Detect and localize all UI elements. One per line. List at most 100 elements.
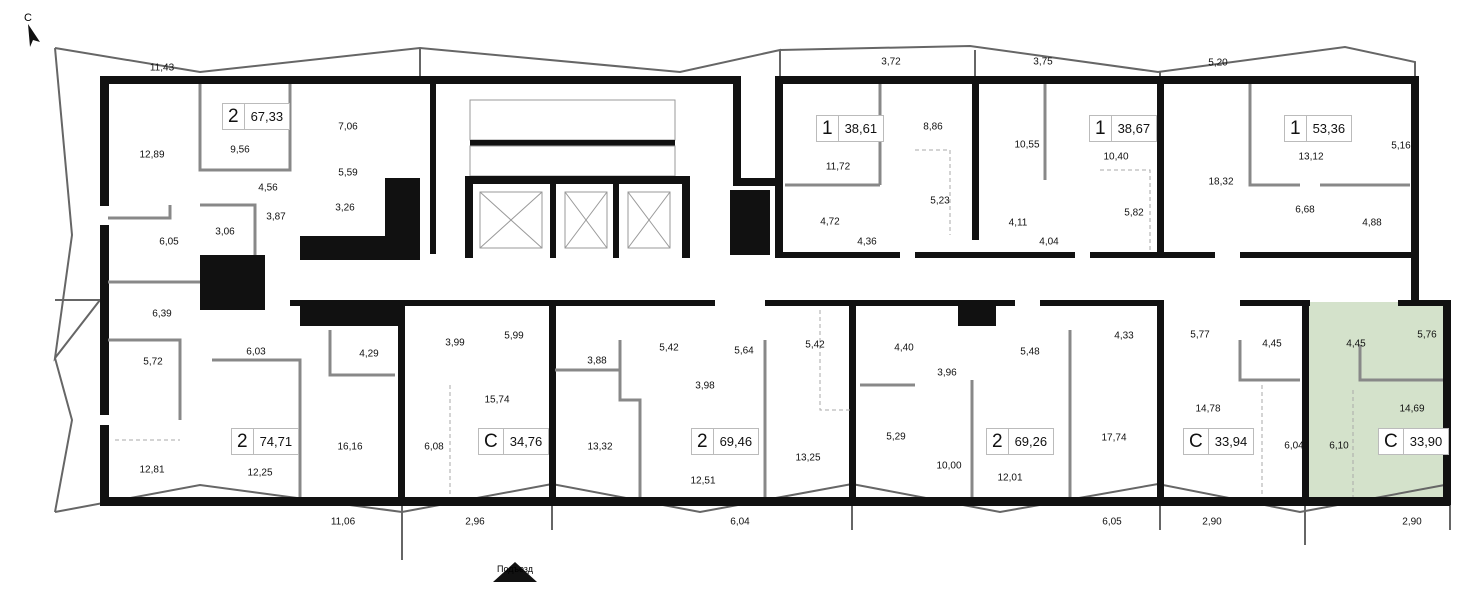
apartment-room-count: 1 (1285, 116, 1307, 141)
room-area-label: 10,40 (1103, 151, 1129, 163)
room-area-label: 5,42 (805, 339, 825, 351)
apartment-total-area: 33,94 (1214, 434, 1248, 449)
room-area-label: 11,43 (149, 62, 175, 74)
apartment-room-count: 2 (692, 429, 714, 454)
apartment-room-count: 2 (987, 429, 1009, 454)
room-area-label: 12,01 (997, 472, 1023, 484)
apartment-total-area: 67,33 (250, 109, 284, 124)
room-area-label: 4,88 (1362, 217, 1382, 229)
apartment-room-count: 1 (1090, 116, 1112, 141)
room-area-label: 4,33 (1114, 330, 1134, 342)
selected-apartment-fill[interactable] (1308, 302, 1450, 498)
entrance-arrow-icon (493, 562, 537, 582)
room-area-label: 18,32 (1208, 176, 1234, 188)
apartment-total-area: 38,67 (1117, 121, 1151, 136)
room-area-label: 5,77 (1190, 329, 1210, 341)
room-area-label: 6,39 (152, 308, 172, 320)
apartment-total-area: 69,46 (719, 434, 753, 449)
room-area-label: 9,56 (230, 144, 250, 156)
room-area-label: 12,89 (139, 149, 165, 161)
room-area-label: 12,81 (139, 464, 165, 476)
room-area-label: 6,03 (246, 346, 266, 358)
room-area-label: 12,51 (690, 475, 716, 487)
room-area-label: 3,99 (445, 337, 465, 349)
room-area-label: 13,25 (795, 452, 821, 464)
apartment-room-count: 1 (817, 116, 839, 141)
stair-elevator-core (430, 84, 690, 258)
room-area-label: 3,26 (335, 202, 355, 214)
dashed-zone-lines (115, 149, 1354, 497)
room-area-label: 12,25 (247, 467, 273, 479)
room-area-label: 5,64 (734, 345, 754, 357)
apartment-room-count: С (479, 429, 504, 454)
room-area-label: 5,16 (1391, 140, 1411, 152)
apartment-room-count: С (1379, 429, 1404, 454)
room-area-label: 4,04 (1039, 236, 1059, 248)
apartment-total-area: 69,26 (1014, 434, 1048, 449)
room-area-label: 2,90 (1402, 516, 1422, 528)
room-area-label: 11,06 (330, 516, 356, 528)
room-area-label: 14,78 (1195, 403, 1221, 415)
selected-apartment-badge[interactable]: С 33,90 (1378, 428, 1450, 455)
room-area-label: 6,10 (1329, 440, 1349, 452)
room-area-label: 4,40 (894, 342, 914, 354)
apartment-total-area: 74,71 (259, 434, 293, 449)
room-area-label: 16,16 (337, 441, 363, 453)
apartment-total-area: 34,76 (509, 434, 543, 449)
room-area-label: 4,45 (1262, 338, 1282, 350)
partitions (108, 84, 1443, 497)
room-area-label: 3,96 (937, 367, 957, 379)
room-area-label: 13,32 (587, 441, 613, 453)
room-area-label: 6,68 (1295, 204, 1315, 216)
apartment-room-count: С (1184, 429, 1209, 454)
room-area-label: 17,74 (1101, 432, 1127, 444)
apartment-badge[interactable]: С 33,94 (1183, 428, 1255, 455)
room-area-label: 5,20 (1208, 57, 1228, 69)
room-area-label: 5,23 (930, 195, 950, 207)
room-area-label: 5,42 (659, 342, 679, 354)
room-area-label: 4,29 (359, 348, 379, 360)
room-area-label: 5,29 (886, 431, 906, 443)
room-area-label: 7,06 (338, 121, 358, 133)
room-area-label: 14,69 (1399, 403, 1425, 415)
room-area-label: 5,59 (338, 167, 358, 179)
room-area-label: 6,04 (730, 516, 750, 528)
room-area-label: 4,36 (857, 236, 877, 248)
room-area-label: 3,72 (881, 56, 901, 68)
room-area-label: 5,82 (1124, 207, 1144, 219)
room-area-label: 3,87 (266, 211, 286, 223)
apartment-badge[interactable]: С 34,76 (478, 428, 550, 455)
room-area-label: 2,96 (465, 516, 485, 528)
room-area-label: 10,00 (936, 460, 962, 472)
room-area-label: 15,74 (484, 394, 510, 406)
room-area-label: 10,55 (1014, 139, 1040, 151)
apartment-room-count: 2 (223, 104, 245, 129)
room-area-label: 5,99 (504, 330, 524, 342)
room-area-label: 2,90 (1202, 516, 1222, 528)
room-area-label: 4,56 (258, 182, 278, 194)
apartment-total-area: 53,36 (1312, 121, 1346, 136)
room-area-label: 3,06 (215, 226, 235, 238)
north-arrow-icon (28, 24, 40, 47)
room-area-label: 4,11 (1008, 217, 1028, 229)
room-area-label: 5,48 (1020, 346, 1040, 358)
room-area-label: 6,05 (1102, 516, 1122, 528)
room-area-label: 4,45 (1346, 338, 1366, 350)
room-area-label: 3,88 (587, 355, 607, 367)
compass-label: С (24, 12, 32, 24)
room-area-label: 8,86 (923, 121, 943, 133)
room-area-label: 4,72 (820, 216, 840, 228)
apartment-total-area: 33,90 (1409, 434, 1443, 449)
outer-walls (100, 76, 1451, 506)
room-area-label: 13,12 (1298, 151, 1324, 163)
apartment-total-area: 38,61 (844, 121, 878, 136)
